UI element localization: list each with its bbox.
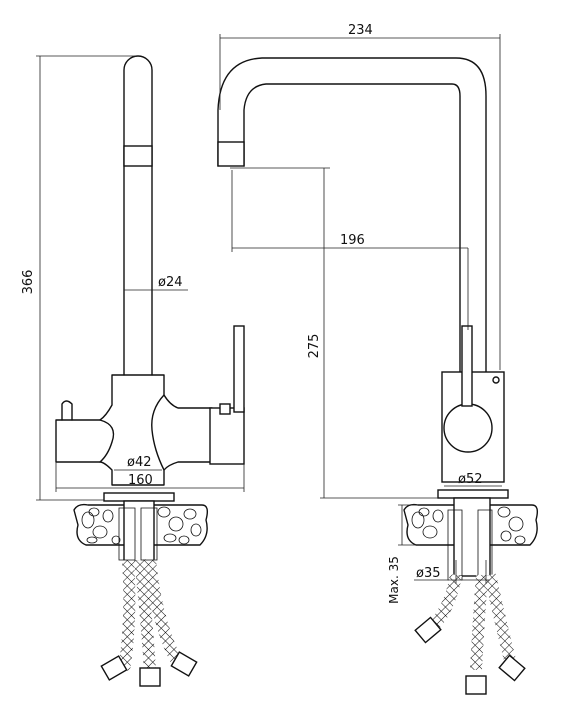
front-view: 234 196 275 ø52 Max. 35 ø35 bbox=[217, 23, 539, 695]
mount-hole-diameter-label: ø35 bbox=[416, 566, 441, 581]
body-diameter-label: ø42 bbox=[127, 455, 152, 470]
side-view: 366 ø24 ø42 160 bbox=[21, 55, 245, 687]
base-diameter-label: ø52 bbox=[458, 472, 483, 487]
spout-height-label: 275 bbox=[307, 334, 322, 359]
spout-diameter-label: ø24 bbox=[158, 275, 183, 290]
max-countertop-label: Max. 35 bbox=[387, 556, 401, 604]
total-height-label: 366 bbox=[21, 270, 36, 295]
total-width-label: 234 bbox=[348, 23, 373, 38]
base-width-label: 160 bbox=[128, 473, 153, 488]
spout-reach-label: 196 bbox=[340, 233, 365, 248]
